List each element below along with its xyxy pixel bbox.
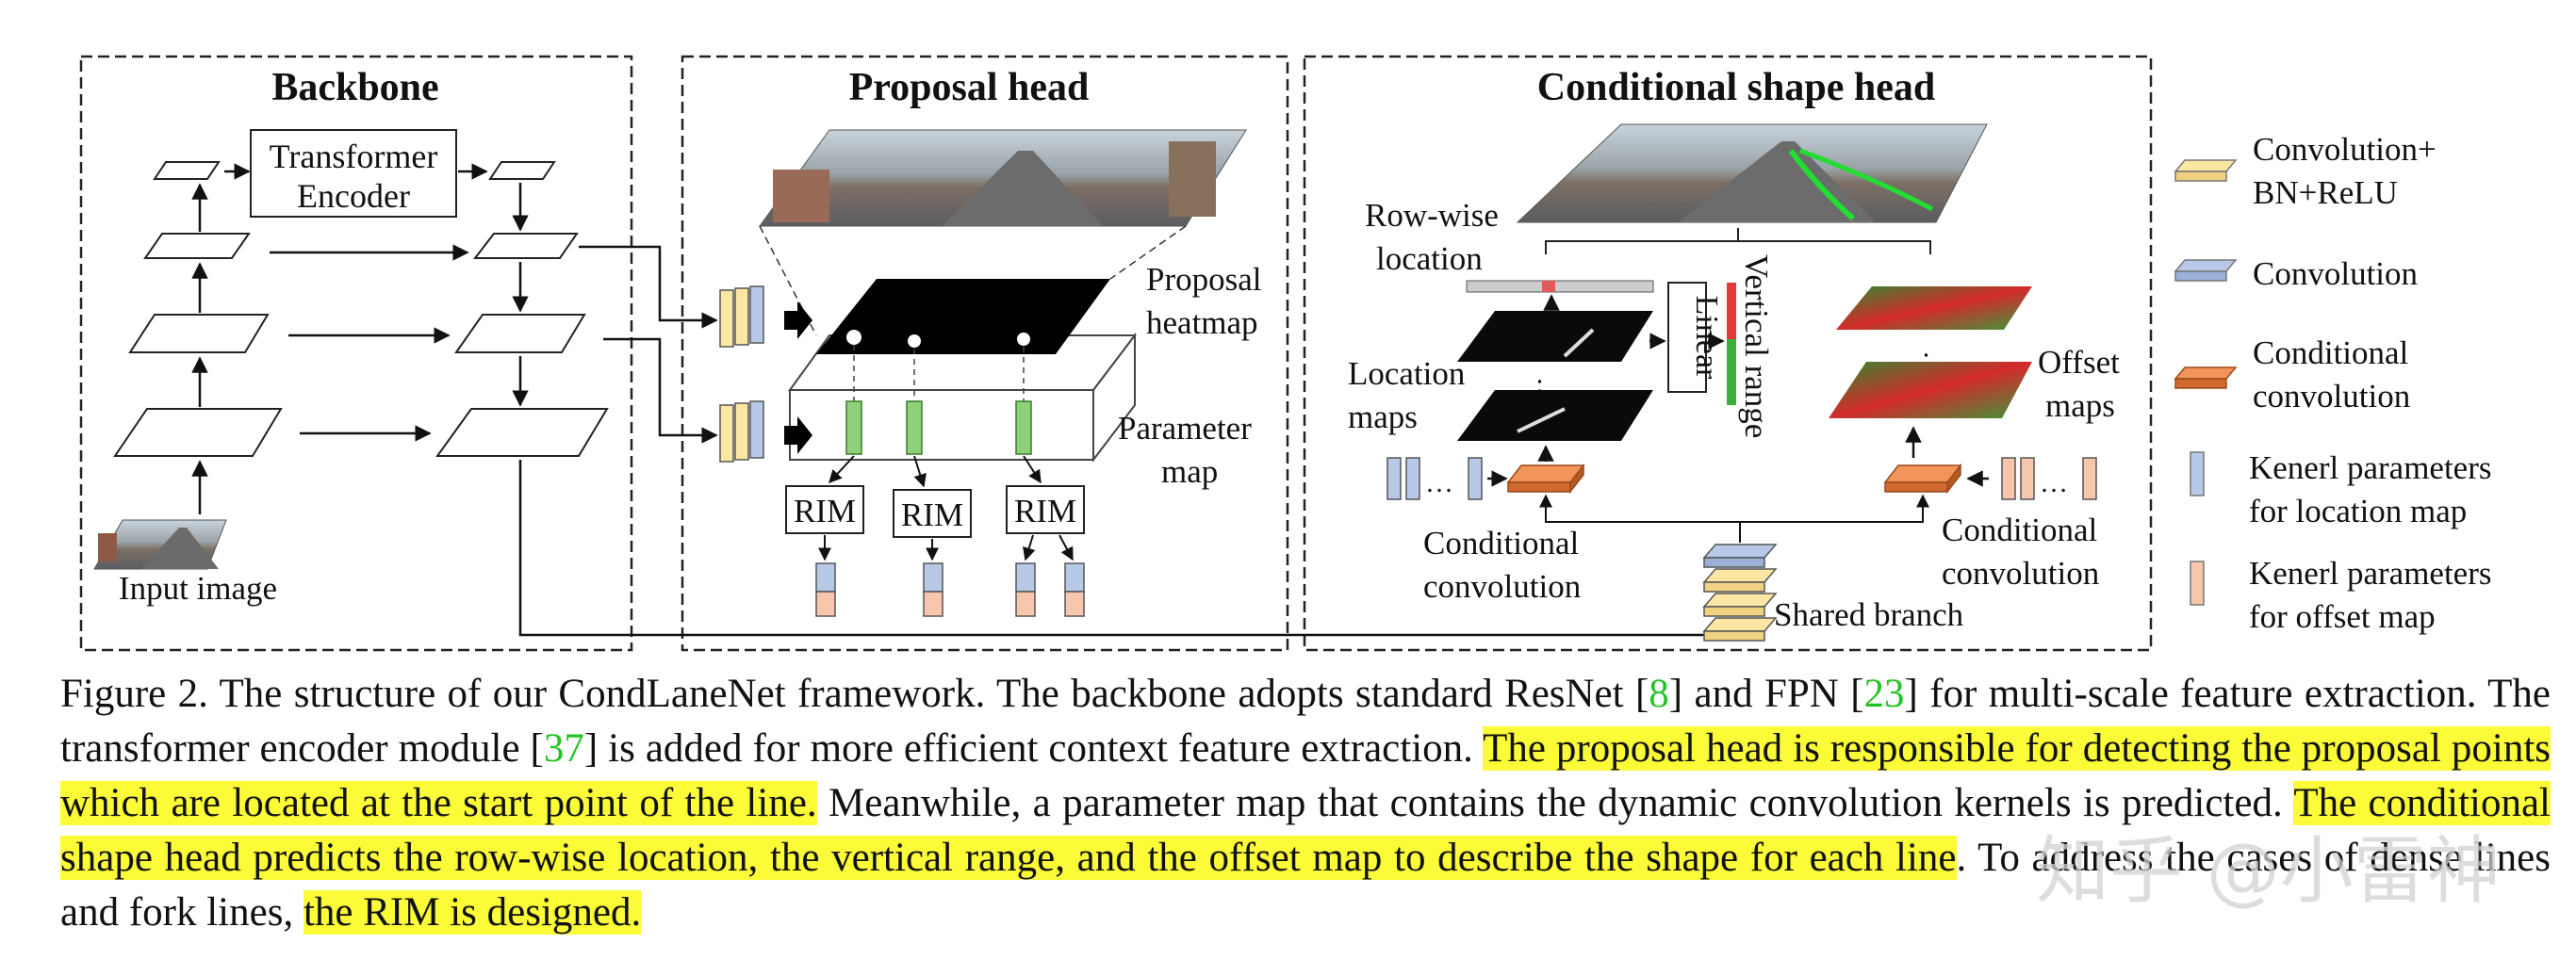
kernel-vector — [906, 400, 923, 455]
proposal-heatmap-label: Proposal — [1146, 261, 1262, 298]
shape-head-panel — [1303, 55, 2153, 652]
kernel-output — [1015, 562, 1036, 617]
shape-head-title: Conditional shape head — [1537, 66, 1935, 109]
proposal-input-image — [759, 129, 1247, 227]
location-map — [1457, 390, 1653, 441]
legend-label: Convolution+ — [2253, 131, 2437, 168]
parameter-map-label: Parameter — [1118, 410, 1252, 447]
citation-link[interactable]: 23 — [1863, 672, 1905, 716]
transformer-encoder-box: Transformer Encoder — [250, 129, 457, 218]
svg-text:Linear: Linear — [1689, 296, 1724, 380]
input-image-label: Input image — [119, 570, 277, 607]
backbone-feature-level-4 — [153, 161, 221, 180]
conv-stack-parameter — [719, 400, 764, 463]
shared-branch-stack — [1702, 544, 1778, 642]
svg-text:RIM: RIM — [794, 493, 856, 529]
linear-box: Linear — [1667, 282, 1724, 393]
figure-caption: Figure 2. The structure of our CondLaneN… — [60, 672, 2551, 935]
offset-maps-label: maps — [2045, 387, 2115, 424]
fpn-feature-level-4 — [488, 161, 556, 180]
location-maps-label: Location — [1348, 355, 1465, 392]
legend-swatch-conv — [2174, 259, 2238, 282]
legend-label: convolution — [2253, 378, 2410, 415]
kernel-output — [923, 562, 943, 617]
fpn-feature-level-3 — [472, 233, 579, 259]
parameter-map-label: map — [1161, 453, 1218, 490]
svg-text:Transformer: Transformer — [270, 138, 438, 175]
vertical-range-label: Vertical range — [1738, 254, 1775, 438]
heatmap-peak — [908, 334, 921, 348]
backbone-feature-level-3 — [143, 233, 251, 259]
backbone-feature-level-2 — [128, 314, 270, 353]
rowwise-location-label: Row-wise — [1365, 197, 1499, 234]
fpn-feature-level-2 — [454, 314, 586, 353]
output-brace — [1545, 228, 1931, 254]
kernel-vector — [845, 400, 862, 455]
arrow-to-parameter — [784, 416, 812, 454]
rim-box: RIM — [785, 485, 864, 534]
caption-label: Figure 2. — [60, 672, 208, 716]
legend-swatch-cond-conv — [2174, 366, 2238, 389]
conditional-conv-label: convolution — [1942, 555, 2099, 592]
offset-maps-label: Offset — [2038, 344, 2120, 381]
horizontal-dots: … — [2040, 467, 2068, 498]
svg-text:RIM: RIM — [1014, 493, 1076, 529]
legend-label: BN+ReLU — [2253, 174, 2398, 211]
proposal-head-panel — [681, 55, 1289, 652]
legend-swatch-kernel-loc — [2190, 451, 2205, 496]
legend-label: for location map — [2249, 493, 2467, 529]
conditional-conv-label: Conditional — [1942, 512, 2098, 548]
kernel-vector — [1015, 400, 1032, 455]
heatmap-peak — [1017, 333, 1030, 346]
legend-label: Conditional — [2253, 334, 2409, 371]
kernel-output — [815, 562, 836, 617]
input-image-thumbnail — [93, 519, 227, 570]
legend-label: Kenerl parameters — [2249, 449, 2492, 486]
proposal-heatmap — [816, 279, 1110, 354]
rowwise-location-bar — [1466, 280, 1654, 293]
location-map — [1457, 311, 1653, 362]
watermark: 知乎 @小雷神 — [2036, 829, 2501, 914]
conv-stack-heatmap — [719, 285, 764, 348]
citation-link[interactable]: 37 — [543, 726, 584, 771]
backbone-arrows — [191, 163, 1704, 637]
offset-map — [1836, 286, 2032, 330]
backbone-title: Backbone — [271, 66, 438, 109]
legend-label: Kenerl parameters — [2249, 555, 2492, 592]
offset-map — [1829, 362, 2032, 418]
backbone-panel — [79, 55, 633, 652]
rowwise-location-label: location — [1376, 240, 1483, 277]
vertical-range-bar — [1727, 283, 1736, 405]
highlighted-text: the RIM is designed. — [303, 890, 642, 935]
heatmap-peak — [846, 330, 861, 345]
location-maps-label: maps — [1348, 399, 1418, 435]
framework-diagram: Backbone Proposal head Conditional shape… — [79, 55, 2492, 652]
legend-swatch-kernel-off — [2190, 561, 2205, 606]
svg-text:RIM: RIM — [901, 496, 963, 533]
conditional-conv-offset — [1883, 463, 1962, 495]
legend-label: for offset map — [2249, 598, 2436, 635]
conditional-conv-label: convolution — [1423, 568, 1581, 605]
legend-swatch-conv-bn-relu — [2174, 159, 2238, 182]
rim-box: RIM — [1006, 485, 1085, 534]
conditional-conv-label: Conditional — [1423, 525, 1580, 561]
conditional-conv-location — [1506, 463, 1585, 495]
kernel-output — [1064, 562, 1085, 617]
offset-kernel-params — [2001, 457, 2097, 500]
location-kernel-params — [1386, 457, 1483, 500]
rim-box: RIM — [893, 489, 972, 538]
arrow-to-heatmap — [784, 301, 812, 339]
svg-text:Encoder: Encoder — [297, 177, 410, 215]
shape-output-image — [1516, 123, 1988, 223]
backbone-feature-level-1 — [113, 408, 283, 457]
citation-link[interactable]: 8 — [1649, 672, 1669, 716]
proposal-heatmap-label: heatmap — [1146, 304, 1258, 341]
fpn-feature-level-1 — [435, 408, 609, 457]
shared-branch-label: Shared branch — [1774, 596, 1964, 633]
proposal-head-title: Proposal head — [849, 66, 1090, 109]
horizontal-dots: … — [1425, 467, 1453, 498]
legend-label: Convolution — [2253, 255, 2418, 292]
